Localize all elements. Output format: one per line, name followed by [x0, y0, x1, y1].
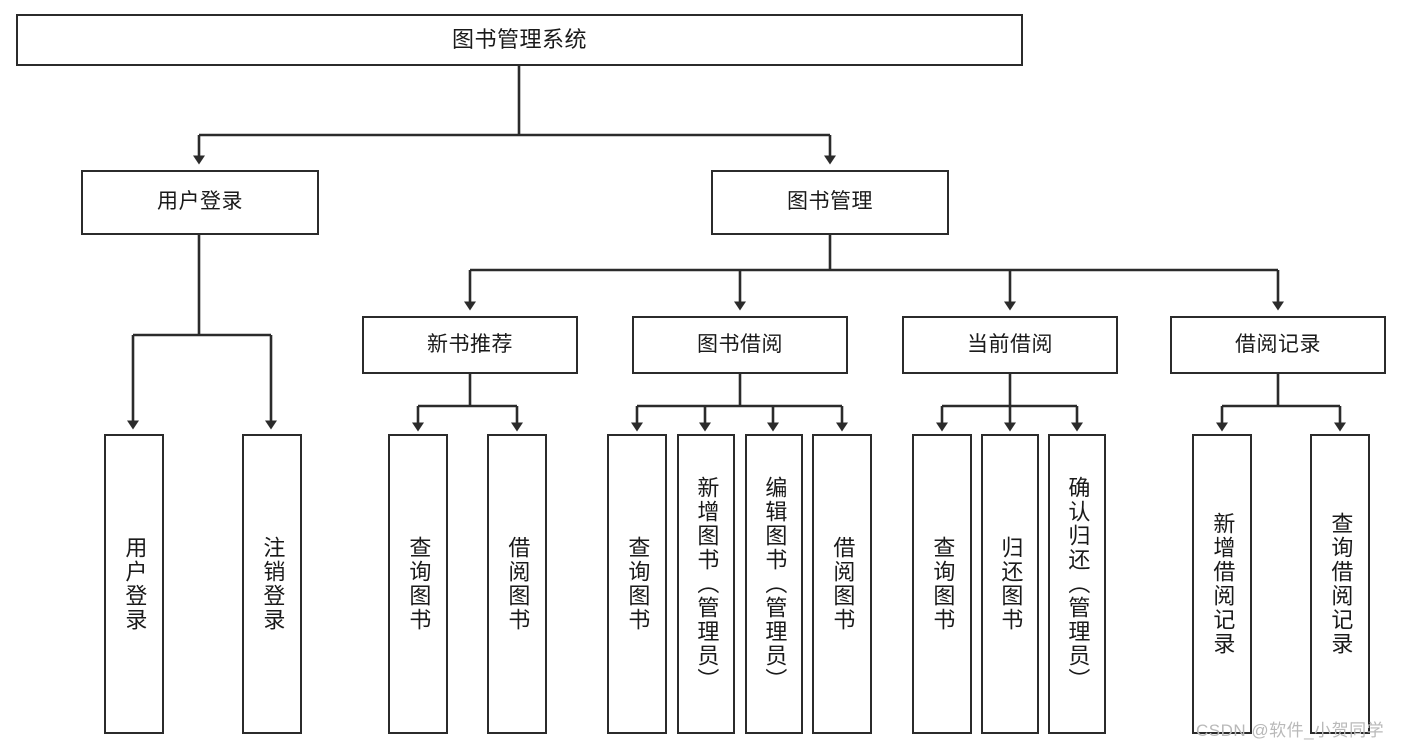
node-borrow-record[interactable]: 借阅记录: [1170, 316, 1386, 374]
leaf-user-login-login[interactable]: 用户登录: [104, 434, 164, 734]
node-label: 用户登录: [157, 190, 243, 214]
node-label: 注销登录: [260, 536, 286, 632]
node-label: 图书借阅: [697, 332, 783, 356]
node-label: 查询图书: [930, 536, 956, 632]
leaf-current-confirm-return[interactable]: 确认归还（管理员）: [1048, 434, 1106, 734]
node-label: 图书管理: [787, 190, 873, 214]
node-current-borrow[interactable]: 当前借阅: [902, 316, 1118, 374]
node-label: 借阅图书: [830, 536, 856, 632]
node-label: 图书管理系统: [451, 27, 587, 53]
node-label: 借阅记录: [1235, 332, 1321, 356]
leaf-borrow-add-book[interactable]: 新增图书（管理员）: [677, 434, 735, 734]
leaf-new-book-query[interactable]: 查询图书: [388, 434, 448, 734]
node-user-login[interactable]: 用户登录: [81, 170, 319, 235]
leaf-borrow-edit-book[interactable]: 编辑图书（管理员）: [745, 434, 803, 734]
leaf-borrow-borrow-book[interactable]: 借阅图书: [812, 434, 872, 734]
leaf-current-return-book[interactable]: 归还图书: [981, 434, 1039, 734]
watermark-text: CSDN @软件_小贺同学: [1196, 721, 1385, 740]
leaf-borrow-query-book[interactable]: 查询图书: [607, 434, 667, 734]
node-label: 查询图书: [406, 536, 432, 632]
node-book-borrow[interactable]: 图书借阅: [632, 316, 848, 374]
node-label: 查询图书: [625, 536, 651, 632]
leaf-user-login-logout[interactable]: 注销登录: [242, 434, 302, 734]
node-label: 新增图书（管理员）: [694, 476, 720, 692]
node-label: 编辑图书（管理员）: [762, 476, 788, 692]
leaf-new-book-borrow[interactable]: 借阅图书: [487, 434, 547, 734]
node-label: 确认归还（管理员）: [1065, 476, 1091, 692]
node-label: 借阅图书: [505, 536, 531, 632]
node-label: 查询借阅记录: [1328, 512, 1354, 656]
leaf-record-query[interactable]: 查询借阅记录: [1310, 434, 1370, 734]
node-root-system[interactable]: 图书管理系统: [16, 14, 1023, 66]
node-label: 用户登录: [122, 536, 148, 632]
leaf-record-add[interactable]: 新增借阅记录: [1192, 434, 1252, 734]
node-book-management[interactable]: 图书管理: [711, 170, 949, 235]
leaf-current-query-book[interactable]: 查询图书: [912, 434, 972, 734]
node-label: 新书推荐: [427, 332, 513, 356]
node-label: 新增借阅记录: [1210, 512, 1236, 656]
node-label: 当前借阅: [967, 332, 1053, 356]
node-label: 归还图书: [998, 536, 1024, 632]
node-new-book-recommend[interactable]: 新书推荐: [362, 316, 578, 374]
